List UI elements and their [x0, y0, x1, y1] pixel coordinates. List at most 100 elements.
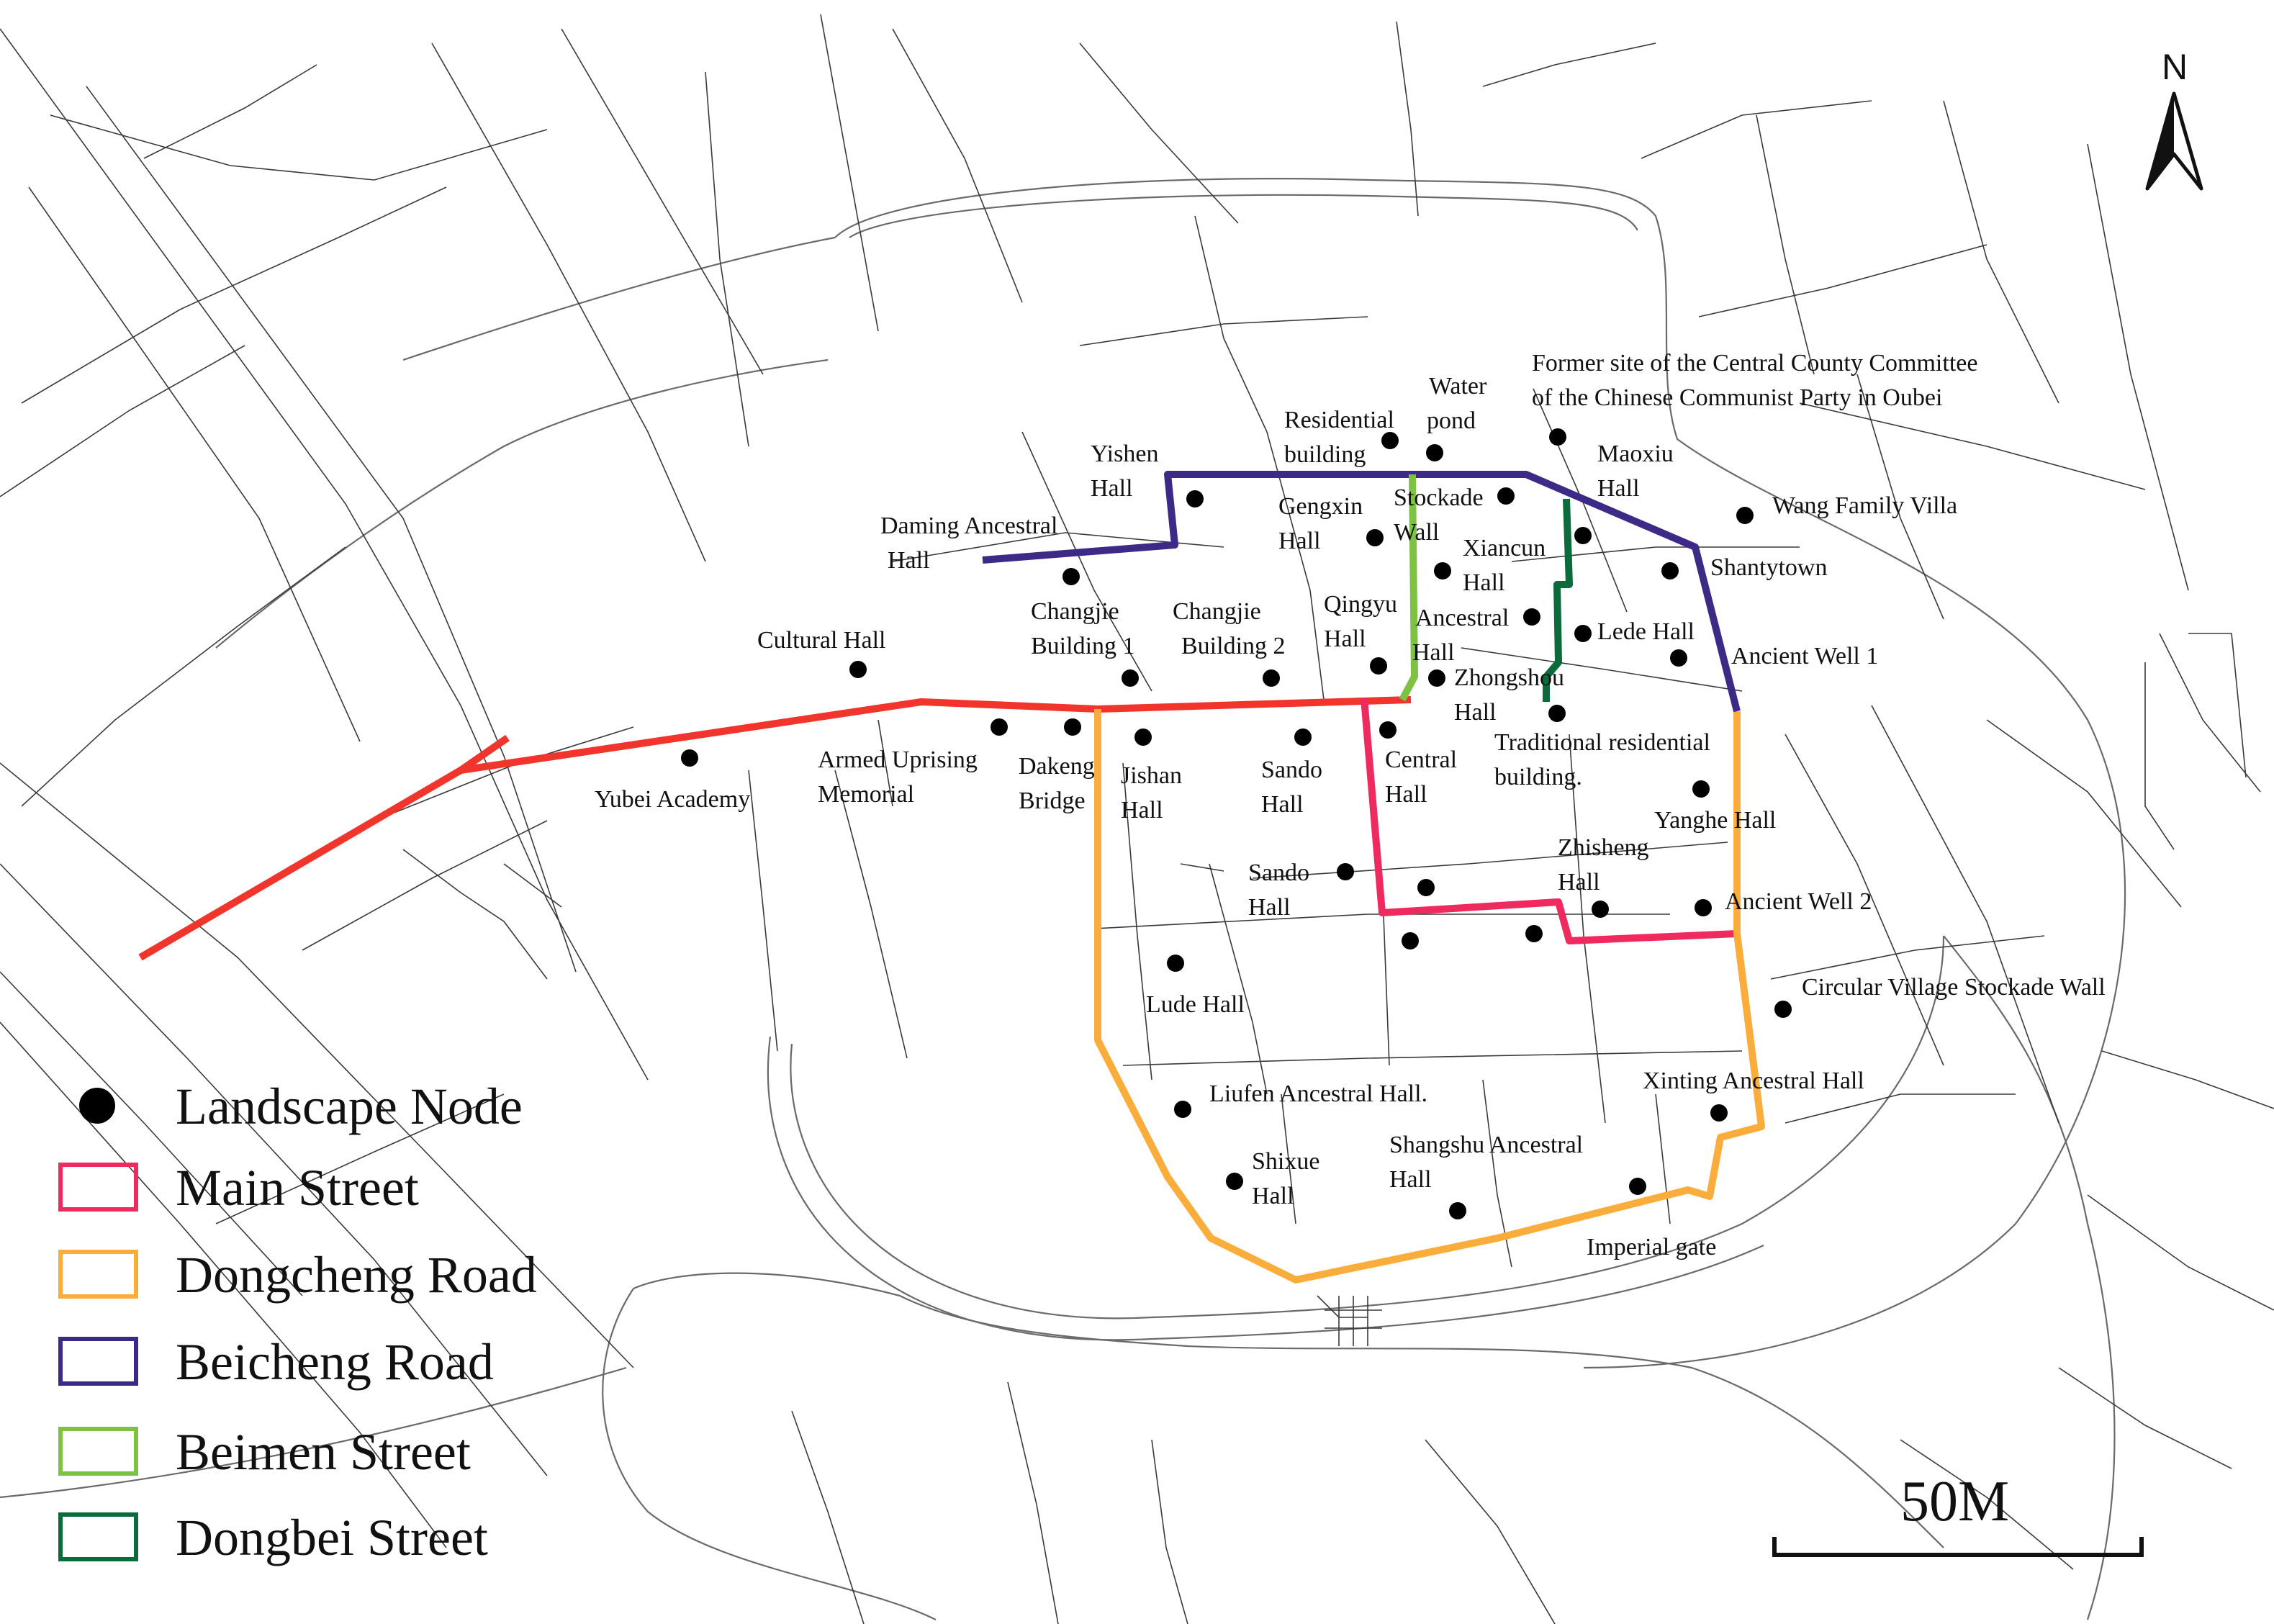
outer-ring-road	[834, 178, 2126, 1369]
node-yanghe-hall	[1692, 780, 1710, 798]
node-lude-hall	[1167, 955, 1184, 972]
legend-swatch-dongcheng-road	[58, 1250, 138, 1299]
node-main-c	[1525, 925, 1543, 942]
legend-swatch-main-street	[58, 1163, 138, 1212]
label-xiancun-line1: Xiancun	[1463, 535, 1546, 561]
label-zhongshou-line2: Hall	[1454, 699, 1497, 726]
legend-label-dongbei-street: Dongbei Street	[176, 1509, 488, 1566]
label-liufen-ancestral-hall: Liufen Ancestral Hall.	[1209, 1081, 1427, 1107]
scale-label: 50M	[1900, 1470, 2009, 1533]
node-changjie-building-1	[1122, 669, 1139, 687]
legend: Landscape Node Main Street Dongcheng Roa…	[58, 1078, 537, 1566]
label-yubei-academy: Yubei Academy	[595, 786, 750, 813]
scale-bar: 50M	[1772, 1470, 2144, 1557]
label-former-site-line1: Former site of the Central County Commit…	[1532, 350, 1977, 376]
dongcheng-road-line	[1094, 709, 1765, 1284]
legend-label-beicheng-road: Beicheng Road	[176, 1333, 494, 1391]
legend-swatch-beimen-street	[58, 1427, 138, 1476]
label-changjie1-line1: Changjie	[1031, 598, 1119, 625]
main-street-line	[1361, 698, 1738, 944]
label-ancestral-line1: Ancestral	[1415, 605, 1509, 631]
label-sando-a-line2: Hall	[1261, 791, 1304, 818]
label-maoxiu-line1: Maoxiu	[1597, 441, 1674, 467]
label-gengxin-line1: Gengxin	[1278, 493, 1363, 520]
legend-item-beicheng-road: Beicheng Road	[58, 1333, 494, 1391]
label-zhongshou-line1: Zhongshou	[1454, 664, 1564, 691]
node-yubei-academy	[681, 749, 698, 767]
label-shangshu-line1: Shangshu Ancestral	[1389, 1132, 1583, 1158]
label-jishan-line1: Jishan	[1121, 762, 1182, 789]
label-cultural-hall: Cultural Hall	[757, 627, 885, 654]
label-maoxiu-line2: Hall	[1597, 475, 1640, 502]
east-loop	[1943, 935, 2116, 1620]
label-yishen-line1: Yishen	[1091, 441, 1158, 467]
node-shantytown	[1661, 562, 1679, 579]
node-sando-hall-b	[1337, 863, 1354, 880]
north-arrow: N	[2145, 47, 2203, 191]
label-xinting-ancestral-hall: Xinting Ancestral Hall	[1643, 1068, 1864, 1094]
node-liufen-ancestral-hall	[1174, 1101, 1191, 1118]
node-main-a	[1417, 879, 1435, 896]
legend-swatch-dongbei-street	[58, 1512, 138, 1561]
label-ancestral-line2: Hall	[1412, 639, 1455, 666]
far-south-road	[0, 1366, 627, 1499]
node-xiancun-hall	[1434, 562, 1451, 579]
label-gengxin-line2: Hall	[1278, 528, 1321, 554]
label-sando-a-line1: Sando	[1261, 757, 1322, 783]
label-traditional-line2: building.	[1494, 764, 1582, 790]
node-lede-hall	[1574, 625, 1592, 642]
node-ancestral-hall	[1523, 608, 1540, 626]
node-shangshu-ancestral-hall	[1449, 1202, 1466, 1219]
label-shantytown: Shantytown	[1710, 554, 1827, 581]
legend-label-landscape-node: Landscape Node	[176, 1078, 523, 1135]
north-label: N	[2162, 47, 2188, 87]
node-imperial-gate	[1629, 1178, 1646, 1195]
label-shixue-line1: Shixue	[1252, 1148, 1319, 1175]
label-jishan-line2: Hall	[1121, 797, 1163, 824]
node-residential-building	[1381, 432, 1399, 449]
node-central-hall	[1379, 721, 1397, 739]
label-changjie1-line2: Building 1	[1031, 633, 1135, 659]
label-imperial-gate: Imperial gate	[1587, 1234, 1716, 1260]
label-residential-line2: building	[1284, 441, 1366, 468]
legend-item-beimen-street: Beimen Street	[58, 1423, 471, 1481]
label-traditional-line1: Traditional residential	[1494, 729, 1710, 756]
label-residential-line1: Residential	[1284, 407, 1394, 433]
legend-item-main-street: Main Street	[58, 1159, 419, 1217]
legend-node-icon	[79, 1088, 115, 1124]
node-former-site	[1549, 428, 1566, 446]
label-yanghe-hall: Yanghe Hall	[1654, 807, 1776, 834]
node-zhongshou-hall	[1428, 669, 1445, 687]
node-shixue-hall	[1226, 1173, 1243, 1190]
west-route-line	[138, 696, 1412, 961]
routes	[138, 471, 1765, 1284]
dongbei-street-line	[1543, 498, 1573, 702]
node-water-pond	[1426, 444, 1443, 461]
label-qingyu-line2: Hall	[1324, 626, 1366, 652]
label-circular-stockade-wall: Circular Village Stockade Wall	[1802, 974, 2106, 1001]
label-water-line1: Water	[1429, 373, 1487, 400]
legend-label-main-street: Main Street	[176, 1159, 419, 1217]
node-sando-hall-a	[1294, 728, 1312, 746]
label-dakeng-line1: Dakeng	[1019, 753, 1095, 780]
node-xiancun-a	[1574, 527, 1592, 544]
node-cultural-hall	[849, 661, 867, 678]
label-lude-hall: Lude Hall	[1146, 991, 1245, 1018]
west-loop	[602, 1288, 937, 1620]
label-dakeng-line2: Bridge	[1019, 788, 1086, 814]
node-dakeng-bridge	[1064, 718, 1081, 736]
label-zhisheng-line2: Hall	[1558, 869, 1600, 896]
inner-ring-road-a	[849, 194, 1638, 238]
node-ancient-well-1	[1670, 649, 1687, 667]
label-qingyu-line1: Qingyu	[1324, 591, 1397, 618]
legend-label-dongcheng-road: Dongcheng Road	[176, 1246, 537, 1304]
scale-bar-line	[1772, 1537, 2144, 1557]
label-stockade-line1: Stockade	[1394, 484, 1484, 511]
beimen-street-line	[1399, 474, 1418, 702]
label-armed-line2: Memorial	[818, 781, 914, 808]
label-water-line2: pond	[1427, 407, 1476, 434]
node-yishen-hall	[1186, 490, 1204, 508]
label-ancient-well-1: Ancient Well 1	[1731, 643, 1878, 669]
beicheng-road-line	[982, 471, 1741, 713]
